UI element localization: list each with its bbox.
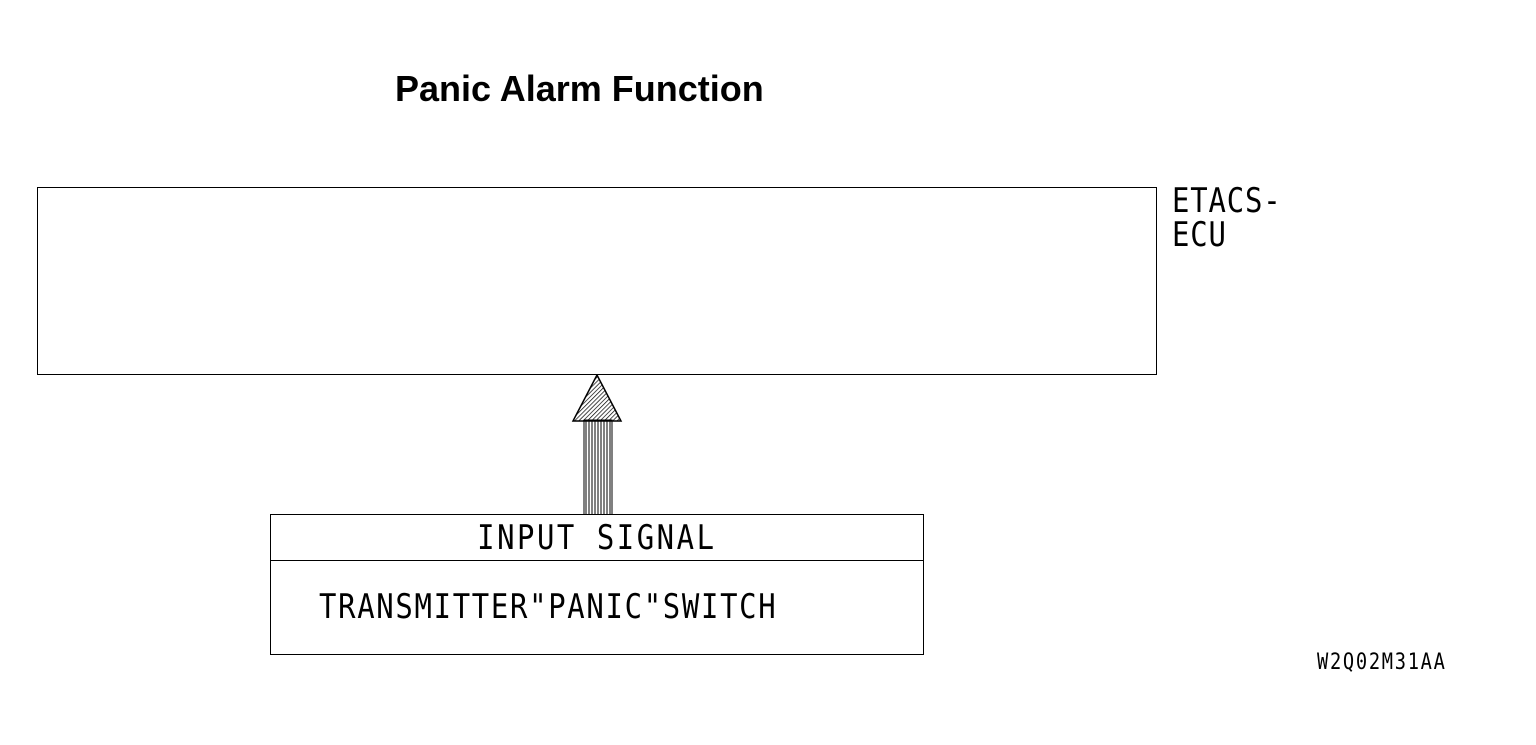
etacs-ecu-label: ETACS- ECU: [1172, 181, 1282, 255]
etacs-ecu-box: [37, 187, 1157, 375]
up-arrow-icon: [571, 374, 623, 516]
page-title: Panic Alarm Function: [395, 68, 764, 109]
input-signal-item: TRANSMITTER"PANIC"SWITCH: [319, 587, 858, 627]
input-signal-header-label: INPUT SIGNAL: [477, 517, 717, 558]
figure-code: W2Q02M31AA: [1317, 650, 1447, 675]
input-signal-header: INPUT SIGNAL: [271, 515, 923, 561]
input-signal-box: INPUT SIGNAL TRANSMITTER"PANIC"SWITCH: [270, 514, 924, 655]
transmitter-panic-switch-label: TRANSMITTER"PANIC"SWITCH: [319, 587, 778, 627]
